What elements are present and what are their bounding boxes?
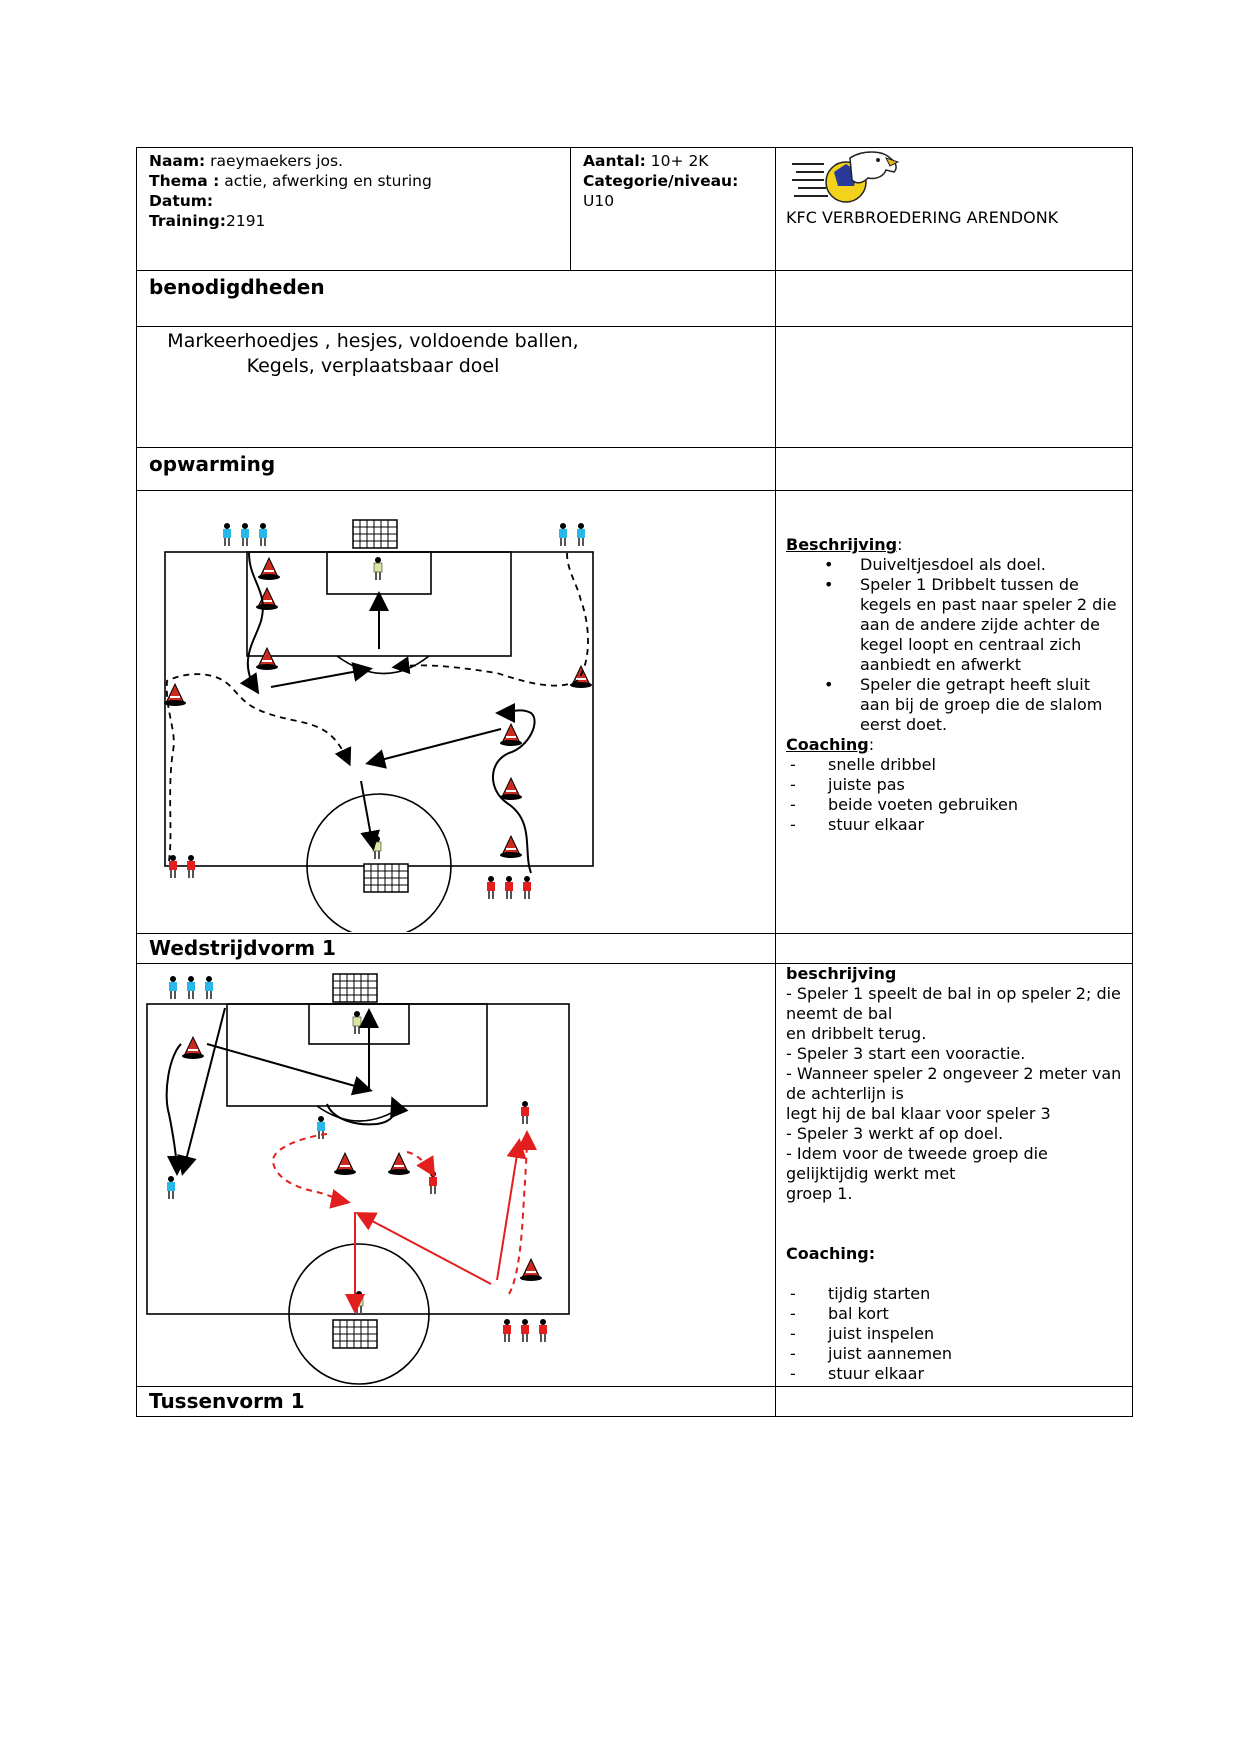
wedstrijdvorm-line: groep 1.: [786, 1184, 853, 1203]
benodigdheden-title-cell: benodigdheden: [136, 270, 776, 327]
wedstrijdvorm-coaching-list: -tijdig starten -bal kort -juist inspele…: [786, 1284, 1122, 1384]
training-table: Naam: raeymaekers jos. Thema : actie, af…: [136, 147, 1133, 1417]
training-value: 2191: [225, 212, 266, 230]
naam-label: Naam:: [149, 152, 206, 170]
speed-lines-icon: [792, 163, 828, 197]
list-item: •Speler die getrapt heeft sluit aan bij …: [824, 675, 1103, 734]
wedstrijdvorm-line: - Speler 1 speelt de bal in op speler 2;…: [786, 984, 1121, 1023]
list-item: -juist aannemen: [790, 1344, 953, 1363]
opwarming-beschrijving-list: •Duiveltjesdoel als doel. •Speler 1 Drib…: [786, 555, 1122, 735]
list-item: -juist inspelen: [790, 1324, 935, 1343]
opwarming-diagram: [163, 519, 594, 932]
benodigdheden-line-1: Markeerhoedjes , hesjes, voldoende balle…: [167, 330, 579, 352]
list-item: -tijdig starten: [790, 1284, 931, 1303]
aantal-value: 10+ 2K: [645, 152, 709, 170]
list-item: •Duiveltjesdoel als doel.: [824, 555, 1046, 574]
wedstrijdvorm-line: en dribbelt terug.: [786, 1024, 927, 1043]
benodigdheden-content-cell: Markeerhoedjes , hesjes, voldoende balle…: [136, 326, 776, 448]
wedstrijdvorm-empty-cell: [775, 933, 1133, 964]
training-sheet: Naam: raeymaekers jos. Thema : actie, af…: [136, 147, 1133, 1417]
header-info-cell: Naam: raeymaekers jos. Thema : actie, af…: [136, 147, 571, 271]
wedstrijdvorm-text-cell: beschrijving - Speler 1 speelt de bal in…: [775, 963, 1133, 1387]
datum-label: Datum:: [149, 192, 214, 210]
goal-box: [308, 1003, 410, 1045]
wedstrijdvorm-line: - Speler 3 start een vooractie.: [786, 1044, 1026, 1063]
benodigdheden-title: benodigdheden: [149, 275, 325, 299]
opwarming-coaching-list: -snelle dribbel -juiste pas -beide voete…: [786, 755, 1122, 835]
penalty-arc: [336, 655, 430, 675]
club-name: KFC VERBROEDERING ARENDONK: [786, 208, 1059, 227]
list-item: -stuur elkaar: [790, 1364, 925, 1383]
wedstrijdvorm-coaching-label: Coaching:: [786, 1244, 876, 1263]
opwarming-title: opwarming: [149, 452, 276, 476]
list-item: -beide voeten gebruiken: [790, 795, 1018, 814]
list-item: -stuur elkaar: [790, 815, 925, 834]
benodigdheden-line-2: Kegels, verplaatsbaar doel: [246, 355, 500, 377]
opwarming-text-cell: Beschrijving: •Duiveltjesdoel als doel. …: [775, 490, 1133, 934]
opwarming-title-cell: opwarming: [136, 447, 776, 491]
header-aantal-cell: Aantal: 10+ 2K Categorie/niveau: U10: [570, 147, 776, 271]
categorie-value: U10: [583, 192, 615, 210]
wedstrijdvorm-title: Wedstrijdvorm 1: [149, 936, 336, 960]
opwarming-beschrijving-label: Beschrijving: [786, 535, 898, 554]
benodigdheden-empty-cell: [775, 270, 1133, 327]
thema-label: Thema :: [149, 172, 220, 190]
categorie-label: Categorie/niveau:: [583, 172, 739, 190]
training-label: Training:: [149, 212, 226, 230]
wedstrijdvorm-beschrijving-label: beschrijving: [786, 964, 897, 983]
list-item: -juiste pas: [790, 775, 905, 794]
wedstrijdvorm-line: legt hij de bal klaar voor speler 3: [786, 1104, 1051, 1123]
wedstrijdvorm-diagram: [146, 973, 570, 1385]
field-outline: [146, 1003, 570, 1315]
tussenvorm-title-cell: Tussenvorm 1: [136, 1386, 776, 1417]
center-circle: [306, 793, 452, 932]
list-item: -bal kort: [790, 1304, 889, 1323]
wedstrijdvorm-line: - Idem voor de tweede groep die gelijkti…: [786, 1144, 1048, 1183]
club-logo: [792, 151, 900, 203]
list-item: -snelle dribbel: [790, 755, 936, 774]
center-circle: [288, 1243, 430, 1385]
tussenvorm-empty-cell: [775, 1386, 1133, 1417]
opwarming-empty-cell: [775, 447, 1133, 491]
wedstrijdvorm-diagram-cell: [136, 963, 776, 1387]
wedstrijdvorm-line: - Speler 3 werkt af op doel.: [786, 1124, 1004, 1143]
opwarming-diagram-cell: [136, 490, 776, 934]
naam-value: raeymaekers jos.: [205, 152, 344, 170]
wedstrijdvorm-title-cell: Wedstrijdvorm 1: [136, 933, 776, 964]
list-item: •Speler 1 Dribbelt tussen de kegels en p…: [824, 575, 1117, 674]
tussenvorm-title: Tussenvorm 1: [149, 1389, 305, 1413]
eagle-head-icon: [849, 151, 897, 184]
opwarming-coaching-label: Coaching: [786, 735, 869, 754]
header-logo-cell: KFC VERBROEDERING ARENDONK: [775, 147, 1133, 271]
thema-value: actie, afwerking en sturing: [219, 172, 432, 190]
benodigdheden-right-cell: [775, 326, 1133, 448]
wedstrijdvorm-line: - Wanneer speler 2 ongeveer 2 meter van …: [786, 1064, 1122, 1103]
aantal-label: Aantal:: [583, 152, 646, 170]
